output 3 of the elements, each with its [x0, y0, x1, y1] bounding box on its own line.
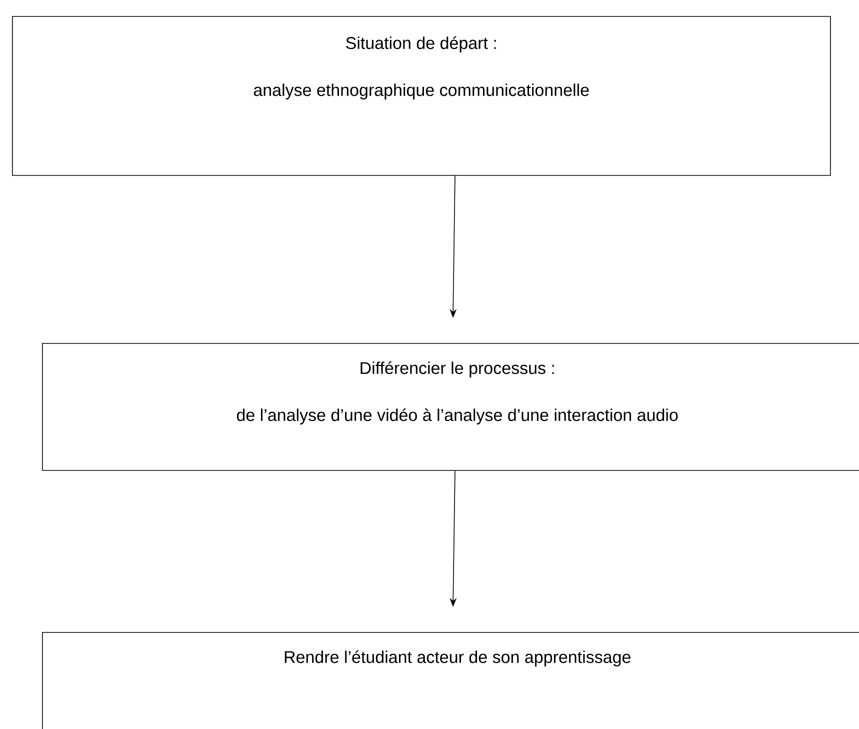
process-box: Rendre l’étudiant acteur de son apprentissage — [42, 632, 859, 729]
process-box: Différencier le processus : de l’analyse d’une vidéo à l’analyse d’une interaction audio — [42, 343, 859, 471]
process-box: Situation de départ : analyse ethnographique communicationnelle — [12, 16, 831, 176]
